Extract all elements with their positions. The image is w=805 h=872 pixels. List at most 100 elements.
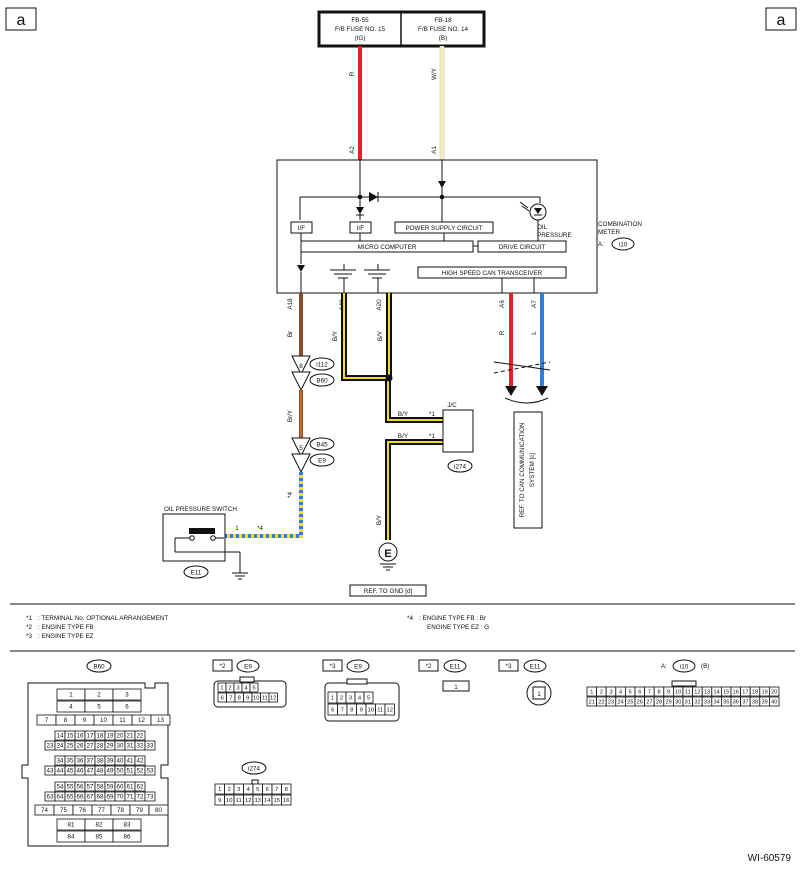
pin-number: 8 — [657, 690, 660, 696]
connector-b60: B60 — [316, 378, 328, 385]
pin-number: 2 — [228, 787, 231, 793]
pin-number: 31 — [127, 743, 134, 750]
pin-number: 43 — [47, 768, 54, 775]
pin-number: 16 — [733, 690, 739, 696]
pin-number: 11 — [236, 798, 242, 804]
pin-a1: A1 — [431, 146, 438, 154]
pin-number: 3 — [349, 696, 352, 702]
pin-cell — [144, 791, 156, 802]
pin-number: 50 — [117, 768, 124, 775]
pin-a7: A7 — [531, 300, 538, 308]
can-transceiver-label: HIGH SPEED CAN TRANSCEIVER — [442, 270, 543, 277]
pin-number: 73 — [147, 794, 154, 801]
pin-number: 85 — [96, 834, 103, 841]
pin-number: 54 — [57, 784, 64, 791]
pin-8: 8 — [299, 363, 303, 370]
view-e11-fb-mark: *2 — [426, 663, 432, 670]
pin-number: 84 — [68, 834, 75, 841]
wire-label-by-jc2: B/Y — [398, 433, 409, 440]
pin-number: 59 — [107, 784, 114, 791]
wire-label-by-jc1: B/Y — [398, 411, 409, 418]
pin-number: 1 — [220, 686, 223, 692]
fuse-14-id: FB-18 — [434, 17, 452, 24]
pin-cell — [249, 682, 259, 693]
pin-number: 22 — [598, 700, 604, 706]
pin-number: 5 — [367, 696, 370, 702]
pin-number: 69 — [107, 794, 114, 801]
pin-number: 7 — [229, 696, 232, 702]
pin-number: 3 — [125, 692, 129, 699]
connector-i274: i274 — [454, 464, 466, 471]
pin-number: 7 — [341, 708, 344, 714]
ground-e-icon — [378, 542, 398, 562]
star1-b: *1 — [429, 433, 435, 440]
pin-number: 17 — [742, 690, 748, 696]
pin-cell — [363, 691, 374, 704]
pin-number: 8 — [64, 717, 68, 724]
pin-a6: A6 — [499, 300, 506, 308]
pin-cell — [112, 818, 142, 831]
pin-number: 12 — [270, 696, 276, 702]
pin-number: 12 — [387, 708, 393, 714]
view-e9-ez-name: E9 — [354, 664, 362, 671]
can-transceiver-block — [417, 266, 567, 279]
micro-computer-label: MICRO COMPUTER — [358, 244, 417, 251]
pin-cell — [144, 740, 156, 751]
fuse-14-label: F/B FUSE NO. 14 — [418, 26, 469, 33]
corner-marker-right — [765, 7, 797, 31]
pin-number: 30 — [117, 743, 124, 750]
pin-number: 5 — [97, 704, 101, 711]
view-e9-fb-mark: *2 — [220, 663, 226, 670]
pin-number: 9 — [83, 717, 87, 724]
pin-number: 11 — [377, 708, 383, 714]
pin-cell — [134, 755, 146, 766]
pin-a2: A2 — [349, 146, 356, 154]
pin-number: 78 — [117, 807, 124, 814]
pin-number: 81 — [68, 822, 75, 829]
pin-number: 44 — [57, 768, 64, 775]
pin-number: 71 — [127, 794, 134, 801]
fuse-15-label: F/B FUSE NO. 15 — [335, 26, 386, 33]
pin-number: 12 — [245, 798, 251, 804]
ref-can-box — [513, 411, 543, 529]
pin-number: 3 — [236, 686, 239, 692]
connector-e11: E11 — [191, 570, 202, 577]
pin-cell — [150, 714, 171, 726]
pin-number: 82 — [96, 822, 103, 829]
note-4-line2: ENGINE TYPE EZ : G — [427, 624, 489, 631]
view-e11-ez-mark: *3 — [506, 663, 512, 670]
pin-number: 74 — [41, 807, 48, 814]
power-supply-label: POWER SUPPLY CIRCUIT — [405, 225, 482, 232]
pin-number: 12 — [694, 690, 700, 696]
pin-number: 66 — [77, 794, 84, 801]
pin-number: 3 — [237, 787, 240, 793]
pin-number: 3 — [609, 690, 612, 696]
pin-number: 26 — [637, 700, 643, 706]
pin-number: 2 — [97, 692, 101, 699]
e11-fb-connector-face — [442, 680, 470, 692]
pin-number: 31 — [685, 700, 691, 706]
pin-number: 32 — [694, 700, 700, 706]
pin-number: 67 — [87, 794, 94, 801]
pin-number: 62 — [137, 784, 144, 791]
wire-label-br: Br — [287, 331, 294, 337]
pin-number: 86 — [124, 834, 131, 841]
note-3-mark: *3 — [26, 633, 32, 640]
pin-number: 33 — [704, 700, 710, 706]
view-e11-ez-name: E11 — [530, 664, 541, 671]
pin-number: 18 — [97, 733, 104, 740]
e11-fb-pin: 1 — [454, 684, 458, 691]
pin-number: 35 — [723, 700, 729, 706]
wire-label-r: R — [499, 330, 506, 335]
pin-cell — [134, 781, 146, 792]
pin-cell — [384, 703, 395, 716]
pin-cell — [281, 783, 292, 795]
pin-5: 5 — [299, 445, 303, 452]
jc-label: J/C — [447, 402, 457, 409]
pin-number: 14 — [264, 798, 271, 804]
pin-number: 15 — [723, 690, 729, 696]
pin-number: 23 — [47, 743, 54, 750]
pin-number: 11 — [262, 696, 268, 702]
